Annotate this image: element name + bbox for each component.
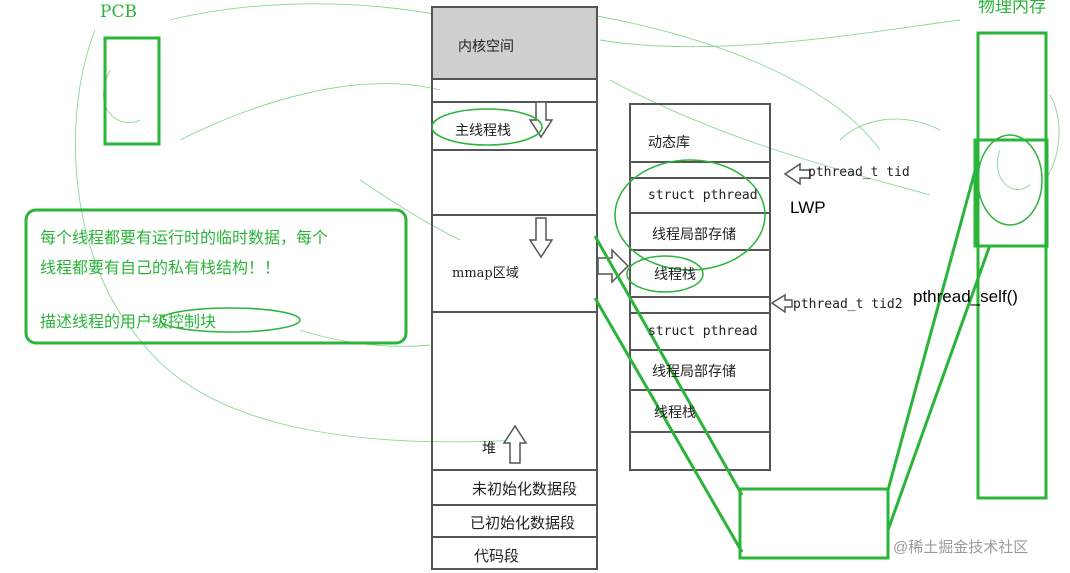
pcb-label: PCB <box>100 2 137 22</box>
hand-drawn-circles <box>159 108 1043 333</box>
tid2-label: pthread_t tid2 <box>793 297 903 312</box>
mapped-region-box <box>738 487 890 560</box>
watermark: @稀土掘金技术社区 <box>893 539 1029 556</box>
kernel-space-label: 内核空间 <box>458 39 514 55</box>
main-thread-stack-label: 主线程栈 <box>455 123 511 139</box>
mapping-line <box>886 159 980 491</box>
down-arrow-icon <box>528 101 554 139</box>
tid1-label: pthread_t tid <box>808 165 910 180</box>
thread2-stack: 线程栈 <box>654 405 696 421</box>
mmap-region-label: mmap区域 <box>452 266 519 281</box>
thread1-struct-pthread: struct pthread <box>648 188 758 203</box>
dynamic-library-title: 动态库 <box>648 135 690 151</box>
note-line-1: 每个线程都要有运行时的临时数据，每个 <box>40 228 329 247</box>
pcb-box <box>103 36 161 146</box>
thread1-stack: 线程栈 <box>654 267 696 283</box>
left-arrow-icon <box>770 293 793 314</box>
direction-arrows <box>502 101 811 464</box>
note-line-2: 线程都要有自己的私有栈结构！！ <box>40 258 281 277</box>
data-segment-label: 已初始化数据段 <box>470 514 576 532</box>
physical-memory-box <box>976 31 1048 500</box>
pthread-self-label: pthread_self() <box>913 287 1018 306</box>
green-annotations <box>24 31 1049 560</box>
heap-label: 堆 <box>482 441 496 457</box>
left-arrow-icon <box>783 162 811 186</box>
lwp-label: LWP <box>790 198 826 217</box>
note-line-3: 描述线程的用户级控制块 <box>40 312 217 331</box>
note-box <box>24 208 408 345</box>
thread2-tls: 线程局部存储 <box>652 364 736 380</box>
physical-memory-label: 物理内存 <box>978 0 1046 17</box>
bss-segment-label: 未初始化数据段 <box>472 480 578 498</box>
dynamic-library <box>629 103 771 471</box>
mapping-line <box>886 244 992 531</box>
kernel-space-block <box>431 6 598 80</box>
down-arrow-icon <box>528 217 554 259</box>
address-space <box>431 6 598 570</box>
thread1-tls: 线程局部存储 <box>652 227 736 243</box>
physical-memory-region <box>973 138 1049 248</box>
mapping-line <box>593 297 744 553</box>
mapping-line <box>593 235 744 496</box>
text-segment-label: 代码段 <box>474 547 520 565</box>
up-arrow-icon <box>502 424 528 464</box>
thread2-struct-pthread: struct pthread <box>648 324 758 339</box>
